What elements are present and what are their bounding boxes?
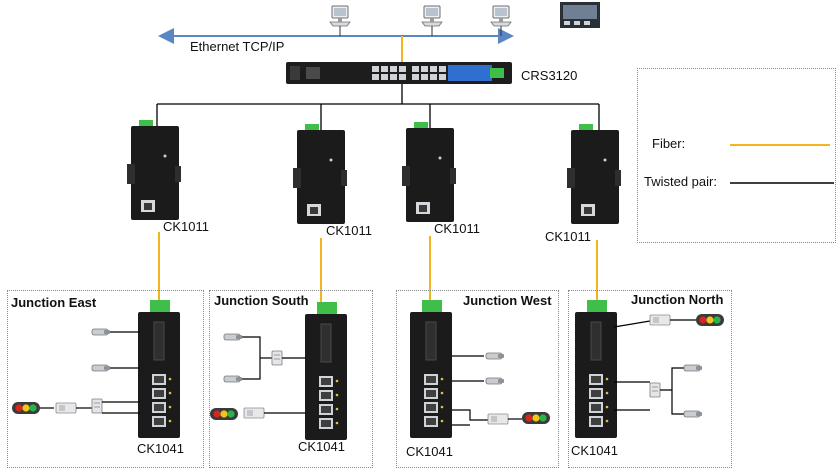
junction-south-peripherals [210,333,306,420]
junction-east-device-label: CK1041 [137,441,184,456]
ethernet-label: Ethernet TCP/IP [190,39,285,54]
pc-icon [421,5,443,27]
media-converter-icon [127,120,181,220]
legend [637,68,836,243]
fiber-runs [158,232,598,302]
junction-south-box [209,290,373,468]
legend-twisted-pair-label: Twisted pair: [644,174,717,189]
legend-fiber-label: Fiber: [652,136,686,151]
converter-label-3: CK1011 [434,221,481,236]
junction-switch-icon [138,300,180,438]
junction-switch-icon [410,300,452,438]
junction-east-box [7,290,204,468]
junction-north-box [568,290,732,468]
core-switch-icon [286,62,512,84]
converter-label-1: CK1011 [163,219,210,234]
distribution-lines [156,84,600,130]
junction-south-device-label: CK1041 [298,439,345,454]
media-converter-icon [402,122,456,222]
pc-icon [329,5,351,27]
junction-east-peripherals [12,328,140,414]
junction-north-device-label: CK1041 [571,443,618,458]
junction-switch-icon [575,300,617,438]
junction-west-title: Junction West [463,293,552,308]
converter-label-2: CK1011 [326,223,373,238]
media-converter-icon [293,124,347,224]
junction-west-box [396,290,559,468]
junction-south-title: Junction South [214,293,309,308]
junction-east-title: Junction East [11,295,97,310]
junction-north-title: Junction North [631,292,724,307]
core-switch-label: CRS3120 [521,68,578,83]
converter-label-4: CK1011 [545,229,592,244]
media-converter-icon [567,124,621,224]
pc-icon [490,5,512,27]
junction-switch-icon [305,302,347,440]
junction-north-peripherals [613,314,724,418]
junction-west-device-label: CK1041 [406,444,453,459]
control-center-icon [560,2,600,28]
junction-west-peripherals [452,352,550,426]
